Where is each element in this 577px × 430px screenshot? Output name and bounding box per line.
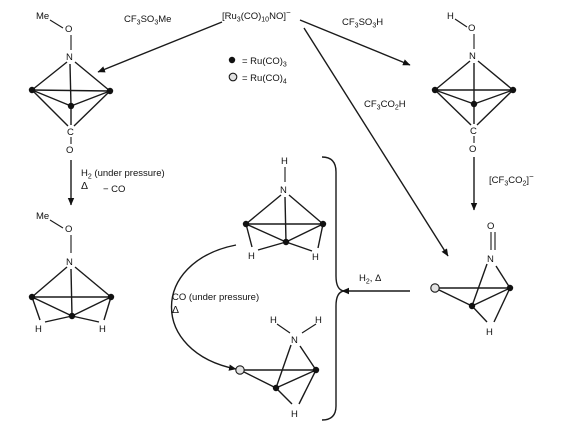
atom-label-o: O xyxy=(65,24,72,35)
atom-label-me: Me xyxy=(36,11,49,22)
arrow-to-nitrosyl xyxy=(303,27,449,257)
cluster-methoxy-dihydride: Me O N H H xyxy=(28,211,115,335)
atom-label-me: Me xyxy=(36,211,49,222)
atom-label-n: N xyxy=(469,51,476,62)
atom-label-c: C xyxy=(67,127,74,138)
reagent-trifluoroacetic-acid: CF3CO2H xyxy=(364,99,406,112)
product-brace xyxy=(321,156,345,421)
atom-label-o: O xyxy=(65,224,72,235)
atom-label-o-carbonyl: O xyxy=(66,145,73,156)
atom-label-o: O xyxy=(468,23,475,34)
atom-label-n: N xyxy=(291,335,298,346)
co-loss-label: − CO xyxy=(103,184,125,195)
atom-label-h: H xyxy=(315,315,322,326)
cluster-ammine-hydride: H H N H xyxy=(235,315,322,420)
atom-label-n: N xyxy=(487,254,494,265)
atom-label-n: N xyxy=(66,257,73,268)
arrow-carbonylation xyxy=(171,244,237,371)
atom-label-c: C xyxy=(470,126,477,137)
atom-label-n: N xyxy=(66,52,73,63)
reagent-hydrogen-pressure: H2 (under pressure) xyxy=(81,168,165,181)
legend-open-circle xyxy=(228,72,238,82)
atom-label-h: H xyxy=(291,409,298,420)
cluster-imido-dihydride: H N H H xyxy=(242,156,327,263)
arrow-to-hydroxy xyxy=(299,19,411,66)
atom-label-o: O xyxy=(487,221,494,232)
atom-label-o-carbonyl: O xyxy=(469,144,476,155)
cluster-methoxy-carbonyl: Me O N C O xyxy=(28,11,114,156)
reagent-methyl-triflate: CF3SO3Me xyxy=(124,14,171,27)
cluster-hydroxy-carbonyl: H O N C O xyxy=(431,11,517,155)
start-complex-formula: [Ru3(CO)10NO]− xyxy=(222,8,291,24)
reagent-hydrogen-heat: H2, Δ xyxy=(359,273,382,286)
atom-label-n: N xyxy=(280,185,287,196)
atom-label-h: H xyxy=(270,315,277,326)
cluster-nitrosyl-hydride: O N H xyxy=(430,221,514,338)
atom-label-h: H xyxy=(447,11,454,22)
reagent-triflic-acid: CF3SO3H xyxy=(342,17,383,30)
legend-closed-label: = Ru(CO)3 xyxy=(242,56,287,69)
atom-label-h: H xyxy=(248,251,255,262)
atom-label-h: H xyxy=(99,324,106,335)
reagent-co-pressure: CO (under pressure) xyxy=(172,292,259,303)
atom-label-h: H xyxy=(281,156,288,167)
arrow-to-methoxy xyxy=(97,21,223,73)
heat-symbol-co: Δ xyxy=(172,304,179,316)
legend-open-label: = Ru(CO)4 xyxy=(242,73,287,86)
heat-symbol-left: Δ xyxy=(81,180,88,192)
legend-closed-circle xyxy=(228,56,236,64)
reagent-trifluoroacetate: [CF3CO2]− xyxy=(489,172,534,188)
atom-label-h: H xyxy=(312,252,319,263)
atom-label-h: H xyxy=(35,324,42,335)
atom-label-h: H xyxy=(486,327,493,338)
